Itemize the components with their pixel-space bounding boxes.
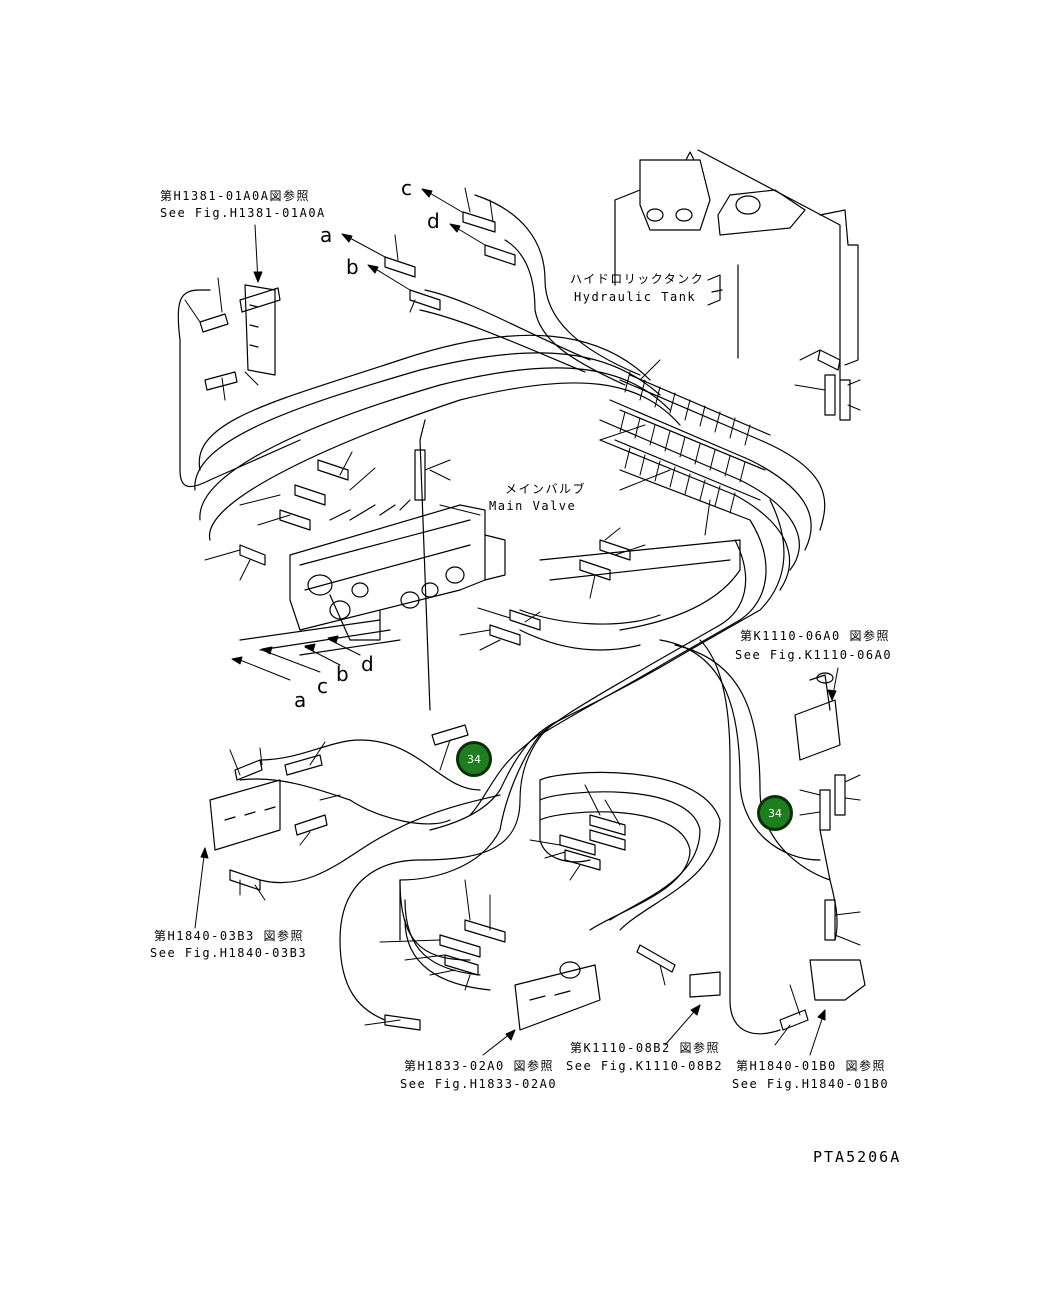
part-marker-34[interactable]: 34 [456, 741, 492, 777]
connection-letter-b-top: b [346, 255, 359, 279]
connection-letter-d-bottom: d [361, 652, 374, 676]
part-marker-34[interactable]: 34 [757, 795, 793, 831]
connection-letter-a-bottom: a [294, 688, 307, 712]
ref-h1840-03-en: See Fig.H1840-03B3 [150, 946, 308, 960]
connection-letter-c-top: c [401, 176, 412, 200]
main-valve-label-jp: メインバルブ [505, 482, 587, 496]
ref-k1110-06-jp: 第K1110-06A0 図参照 [740, 629, 890, 643]
drawing-code: PTA5206A [813, 1148, 902, 1166]
connection-letter-b-bottom: b [336, 662, 349, 686]
valve-blocks [209, 284, 866, 1031]
ref-h1833-en: See Fig.H1833-02A0 [400, 1077, 558, 1091]
connection-arrows [231, 188, 486, 665]
connection-letter-c-bottom: c [317, 674, 328, 698]
ref-h1840-03-jp: 第H1840-03B3 図参照 [154, 929, 304, 943]
main-valve-drawing [289, 499, 506, 641]
ref-h1840-01-jp: 第H1840-01B0 図参照 [736, 1059, 886, 1073]
ref-h1833-jp: 第H1833-02A0 図参照 [404, 1059, 554, 1073]
tank-label-en: Hydraulic Tank [574, 290, 697, 304]
ref-h1840-01-en: See Fig.H1840-01B0 [732, 1077, 890, 1091]
connection-letter-d-top: d [427, 209, 440, 233]
connection-letter-a-top: a [320, 223, 333, 247]
ref-h1381-jp: 第H1381-01A0A図参照 [160, 189, 310, 203]
tank-label-jp: ハイドロリックタンク [570, 272, 705, 286]
hose-fittings [199, 211, 851, 1031]
hose-spiral-guard [614, 371, 771, 521]
ref-k1110-06-en: See Fig.K1110-06A0 [735, 648, 893, 662]
ref-h1381-en: See Fig.H1381-01A0A [160, 206, 326, 220]
part-leaders [184, 187, 861, 1046]
hydraulic-hose-bundle [177, 194, 838, 1035]
hydraulic-tank-drawing [614, 149, 859, 381]
reference-leaders [194, 224, 839, 1056]
ref-k1110-08-jp: 第K1110-08B2 図参照 [570, 1041, 720, 1055]
main-valve-label-en: Main Valve [489, 499, 577, 513]
ref-k1110-08-en: See Fig.K1110-08B2 [566, 1059, 724, 1073]
